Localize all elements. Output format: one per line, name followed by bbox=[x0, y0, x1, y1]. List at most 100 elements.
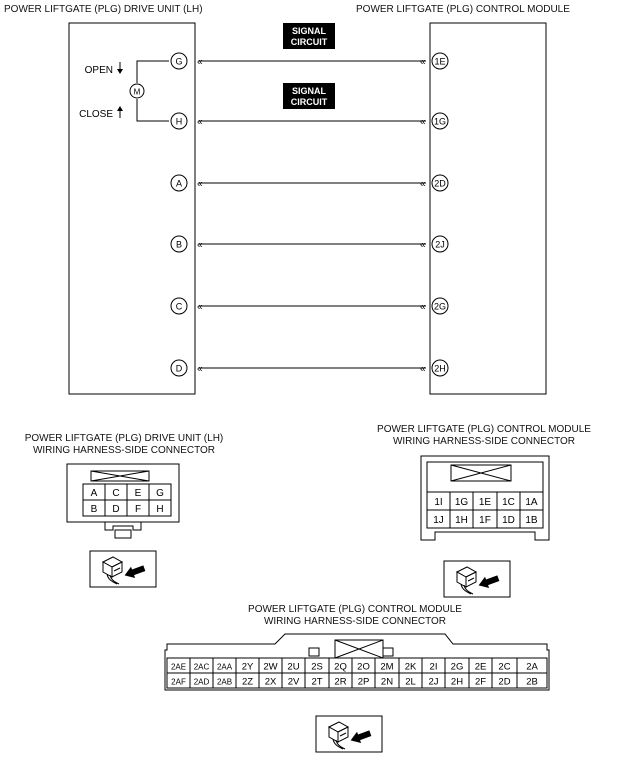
terminal-left bbox=[170, 297, 188, 315]
pin-label: 1G bbox=[455, 497, 469, 508]
drive-connector-title-2: WIRING HARNESS-SIDE CONNECTOR bbox=[32, 445, 216, 456]
connector-mark-icon: « bbox=[420, 240, 426, 251]
pin-label: C bbox=[112, 488, 119, 499]
connector-mark-icon: « bbox=[197, 57, 203, 68]
signal-badge-1-line2: CIRCUIT bbox=[291, 37, 328, 47]
control-module-title: POWER LIFTGATE (PLG) CONTROL MODULE bbox=[356, 4, 570, 15]
terminal-right-label: 2J bbox=[435, 240, 445, 250]
terminal-left-label: C bbox=[176, 302, 183, 312]
pin-label: 2F bbox=[475, 677, 486, 688]
terminal-left-label: G bbox=[175, 57, 182, 67]
connector-mark-icon: « bbox=[420, 302, 426, 313]
signal-badge-2: SIGNAL CIRCUIT bbox=[283, 83, 335, 109]
pin-label: 1C bbox=[502, 497, 515, 508]
pin-label: 1J bbox=[433, 515, 444, 526]
connector-mark-icon: « bbox=[197, 179, 203, 190]
pin-label: A bbox=[91, 488, 98, 499]
drive-unit-box bbox=[68, 22, 196, 395]
pin-label: 1F bbox=[479, 515, 491, 526]
terminal-right bbox=[431, 235, 449, 253]
pin-label: 2AB bbox=[217, 678, 232, 687]
connector-mark-icon: « bbox=[197, 364, 203, 375]
harness-view-icon bbox=[443, 560, 511, 598]
terminal-left-label: H bbox=[176, 117, 183, 127]
wire-row-3: A « « 2D bbox=[170, 174, 449, 192]
motor-wire-bottom bbox=[136, 99, 169, 122]
connector-mark-icon: « bbox=[420, 179, 426, 190]
motor-label: M bbox=[134, 88, 141, 97]
pin-label: 2I bbox=[430, 662, 438, 673]
terminal-right bbox=[431, 112, 449, 130]
module-connector-2-diagram: 2AE 2AC 2AA 2Y 2W 2U 2S 2Q 2O 2M 2K 2I 2… bbox=[164, 633, 550, 691]
connector-mark-icon: « bbox=[197, 240, 203, 251]
signal-badge-1: SIGNAL CIRCUIT bbox=[283, 23, 335, 49]
pin-label: 2K bbox=[405, 662, 417, 673]
open-label: OPEN bbox=[85, 65, 113, 76]
pin-label: 2B bbox=[526, 677, 538, 688]
pin-label: 2Q bbox=[334, 662, 347, 673]
pin-label: 1A bbox=[525, 497, 538, 508]
module-connector-1-title-1: POWER LIFTGATE (PLG) CONTROL MODULE bbox=[377, 424, 591, 435]
terminal-right-label: 1E bbox=[434, 57, 445, 67]
pin-label: 2M bbox=[380, 662, 393, 673]
module-connector-2-title-2: WIRING HARNESS-SIDE CONNECTOR bbox=[263, 616, 447, 627]
pin-label: 2W bbox=[263, 662, 277, 673]
pin-label: 1B bbox=[525, 515, 538, 526]
pin-label: 1E bbox=[479, 497, 492, 508]
pin-label: 2AC bbox=[194, 663, 210, 672]
terminal-right-label: 2G bbox=[434, 302, 446, 312]
wire-row-1: G « « 1E bbox=[170, 52, 449, 70]
terminal-left-label: D bbox=[176, 364, 183, 374]
pin-label: D bbox=[112, 504, 119, 515]
connector-mark-icon: « bbox=[197, 302, 203, 313]
terminal-left-label: A bbox=[176, 179, 182, 189]
module-connector-2-title-1: POWER LIFTGATE (PLG) CONTROL MODULE bbox=[248, 604, 462, 615]
terminal-left bbox=[170, 174, 188, 192]
wire-row-4: B « « 2J bbox=[170, 235, 449, 253]
pin-label: H bbox=[156, 504, 163, 515]
pin-label: 2V bbox=[288, 677, 300, 688]
pin-label: 2A bbox=[526, 662, 538, 673]
motor-icon bbox=[129, 83, 145, 99]
terminal-right bbox=[431, 174, 449, 192]
pin-label: 2T bbox=[311, 677, 322, 688]
pin-label: F bbox=[135, 504, 141, 515]
pin-label: 2J bbox=[428, 677, 438, 688]
harness-view-icon bbox=[315, 715, 383, 753]
pin-label: G bbox=[156, 488, 164, 499]
connector-mark-icon: « bbox=[420, 57, 426, 68]
pin-label: 2L bbox=[405, 677, 416, 688]
pin-label: B bbox=[91, 504, 98, 515]
pin-label: 1D bbox=[502, 515, 515, 526]
pin-label: 2O bbox=[357, 662, 370, 673]
pin-label: 2N bbox=[381, 677, 393, 688]
close-arrow-icon bbox=[117, 106, 123, 118]
pin-label: 2AF bbox=[171, 678, 186, 687]
drive-connector-diagram: A C E G B D F H bbox=[66, 463, 180, 539]
pin-label: 2Y bbox=[242, 662, 254, 673]
close-label: CLOSE bbox=[79, 109, 113, 120]
terminal-left bbox=[170, 112, 188, 130]
control-module-box bbox=[429, 22, 547, 395]
terminal-right-label: 2D bbox=[434, 179, 446, 189]
motor-wire-top bbox=[136, 60, 169, 83]
pin-label: 2G bbox=[451, 662, 464, 673]
pin-label: 2H bbox=[451, 677, 463, 688]
signal-badge-2-line1: SIGNAL bbox=[292, 86, 327, 96]
terminal-left-label: B bbox=[176, 240, 182, 250]
pin-label: 2S bbox=[311, 662, 323, 673]
terminal-right bbox=[431, 359, 449, 377]
connector-mark-icon: « bbox=[420, 117, 426, 128]
signal-badge-2-line2: CIRCUIT bbox=[291, 97, 328, 107]
wire-row-6: D « « 2H bbox=[170, 359, 449, 377]
pin-label: 2Z bbox=[242, 677, 253, 688]
wiring-diagram: SIGNAL CIRCUIT SIGNAL CIRCUIT M OPEN CLO… bbox=[68, 22, 547, 395]
terminal-right bbox=[431, 297, 449, 315]
terminal-right-label: 2H bbox=[434, 364, 446, 374]
terminal-right bbox=[431, 52, 449, 70]
wire-row-2: H « « 1G bbox=[170, 112, 449, 130]
signal-badge-1-line1: SIGNAL bbox=[292, 26, 327, 36]
wire-row-5: C « « 2G bbox=[170, 297, 449, 315]
pin-label: 2X bbox=[265, 677, 277, 688]
pin-label: 2E bbox=[475, 662, 487, 673]
